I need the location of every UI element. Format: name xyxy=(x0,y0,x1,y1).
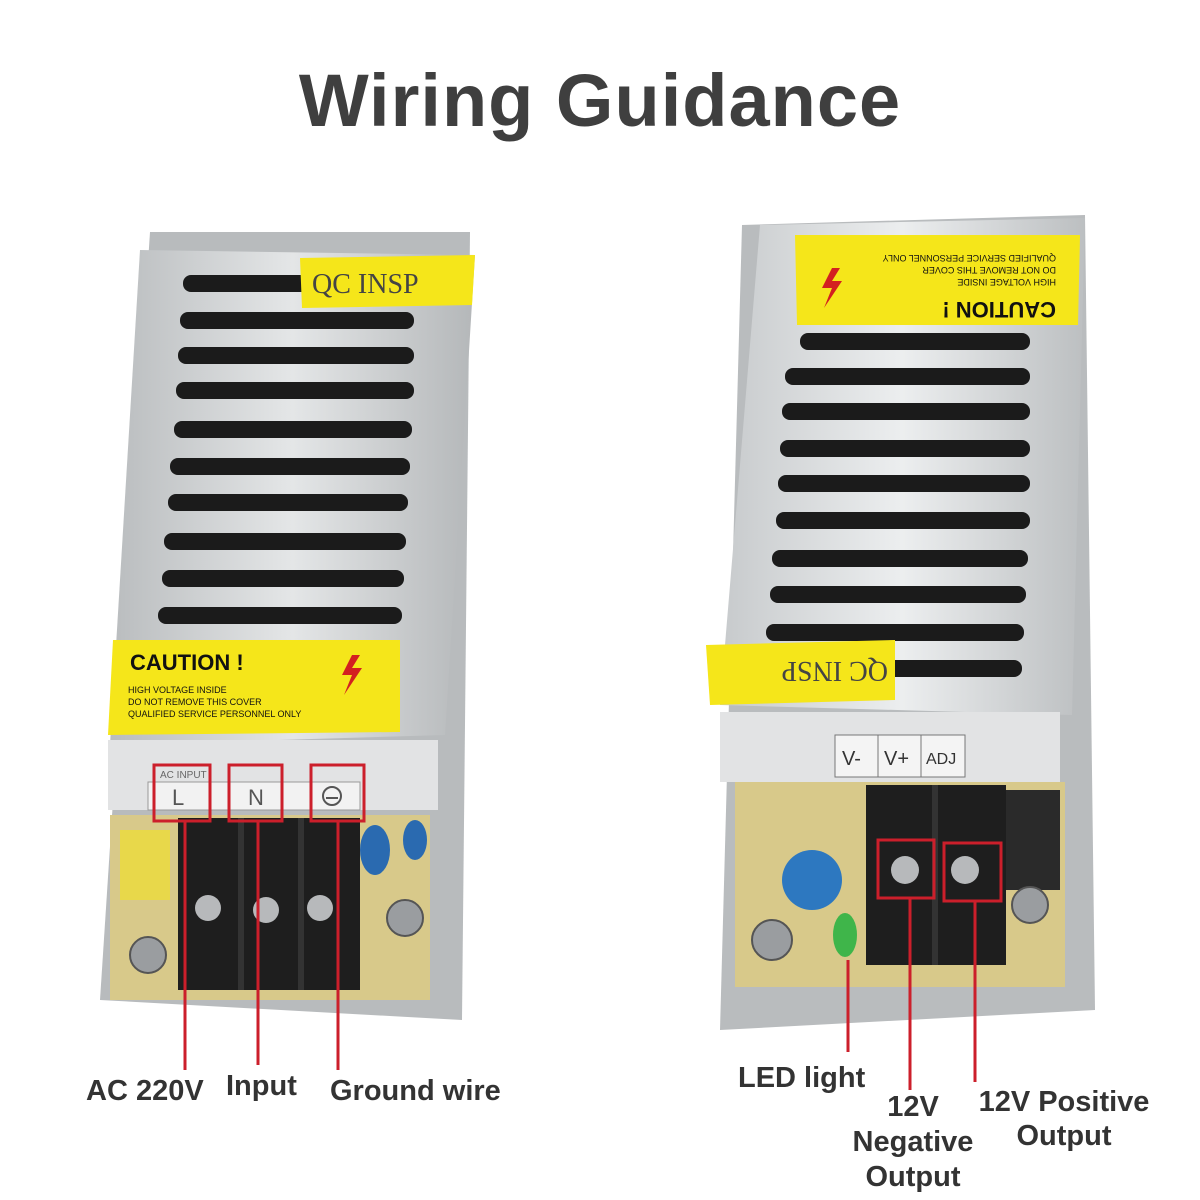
left-caution-line-1: HIGH VOLTAGE INSIDE xyxy=(128,685,227,695)
left-caution-sticker xyxy=(108,640,400,735)
callout-negative-line-1: 12V xyxy=(887,1091,939,1123)
right-callout-lines xyxy=(846,898,977,1090)
callout-negative-line-2: Negative xyxy=(852,1126,974,1158)
left-callout-lines xyxy=(183,821,340,1070)
ground-symbol-icon xyxy=(322,786,342,806)
left-vent-slots xyxy=(158,275,414,624)
callout-negative-line-3: Output xyxy=(865,1161,961,1193)
right-lightning-icon xyxy=(822,268,842,308)
left-qc-sticker xyxy=(300,255,475,308)
callout-12v-negative-output: 12V Negative Output xyxy=(848,1090,978,1195)
right-capacitor xyxy=(782,850,842,910)
right-qc-text: QC INSP xyxy=(781,655,888,686)
left-terminal-n: N xyxy=(248,785,264,810)
right-caution-sticker xyxy=(795,235,1080,325)
callout-12v-positive-output: 12V Positive Output xyxy=(972,1085,1156,1153)
callout-ground-wire: Ground wire xyxy=(330,1075,501,1107)
page-title: Wiring Guidance xyxy=(298,59,902,142)
right-caution-line-1: HIGH VOLTAGE INSIDE xyxy=(957,277,1056,287)
right-terminal-adj: ADJ xyxy=(926,751,956,768)
callout-positive-line-2: Output xyxy=(1016,1120,1112,1152)
callout-positive-line-1: 12V Positive xyxy=(978,1086,1150,1118)
left-caution-line-3: QUALIFIED SERVICE PERSONNEL ONLY xyxy=(128,709,301,719)
led-light-icon xyxy=(833,913,857,957)
right-caution-line-2: DO NOT REMOVE THIS COVER xyxy=(922,265,1056,275)
left-power-supply: QC INSP CAUTION ! HIGH VOLTAGE INSIDE DO… xyxy=(100,232,475,1070)
right-callout-boxes xyxy=(876,838,1003,903)
right-terminal-vplus: V+ xyxy=(884,748,909,770)
right-caution-line-3: QUALIFIED SERVICE PERSONNEL ONLY xyxy=(883,253,1056,263)
left-qc-text: QC INSP xyxy=(312,269,419,300)
right-caution-heading: CAUTION ! xyxy=(942,297,1056,322)
left-caution-line-2: DO NOT REMOVE THIS COVER xyxy=(128,697,262,707)
callout-led-light: LED light xyxy=(738,1062,866,1094)
right-power-supply: CAUTION ! HIGH VOLTAGE INSIDE DO NOT REM… xyxy=(706,215,1095,1090)
left-caution-heading: CAUTION ! xyxy=(130,650,244,675)
callout-ac-220v: AC 220V xyxy=(86,1075,204,1107)
right-terminal-vminus: V- xyxy=(842,748,861,770)
callout-input: Input xyxy=(226,1070,297,1102)
left-terminal-header: AC INPUT xyxy=(160,770,207,781)
right-qc-sticker xyxy=(706,640,895,705)
left-terminal-l: L xyxy=(172,785,184,810)
left-lightning-icon xyxy=(342,655,362,695)
